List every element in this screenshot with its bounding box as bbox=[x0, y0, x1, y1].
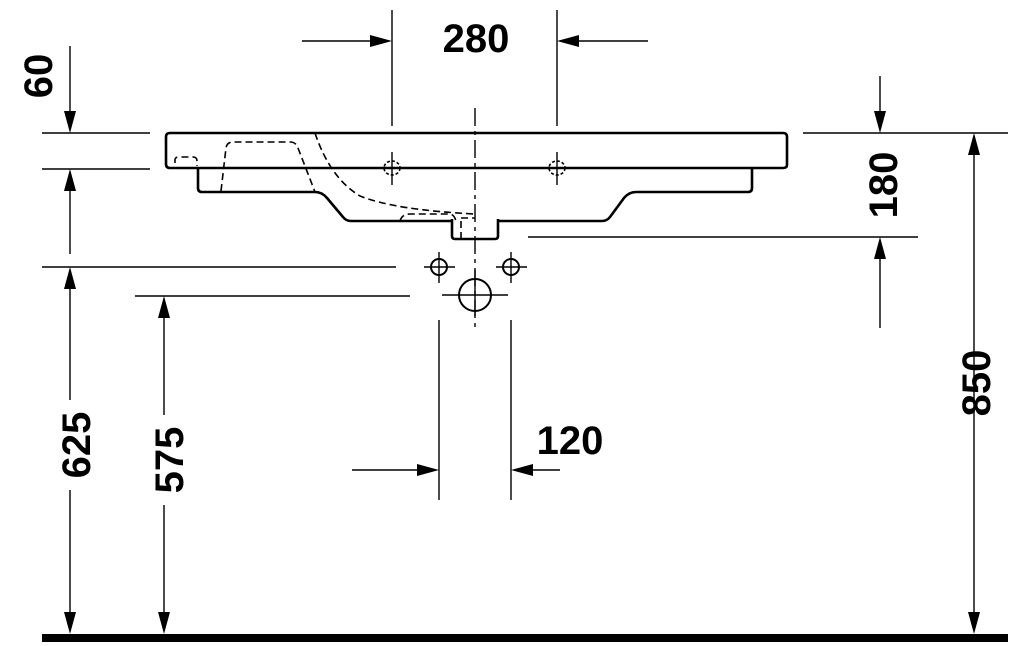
dimension-60: 60 bbox=[17, 46, 76, 254]
supply-left-symbol bbox=[424, 252, 455, 283]
dimension-850-label: 850 bbox=[955, 350, 999, 417]
dimension-280: 280 bbox=[302, 17, 648, 61]
dimension-60-label: 60 bbox=[17, 54, 61, 99]
dimension-120-label: 120 bbox=[537, 419, 604, 463]
dimension-575-label: 575 bbox=[148, 427, 192, 494]
extension-lines bbox=[42, 10, 1008, 500]
dimension-575: 575 bbox=[142, 296, 192, 634]
dimension-180: 180 bbox=[862, 76, 906, 328]
tap-hole-left bbox=[383, 152, 401, 185]
dimension-625: 625 bbox=[48, 267, 99, 634]
waste-symbol bbox=[442, 270, 508, 316]
dimension-850: 850 bbox=[955, 133, 999, 634]
basin-outline bbox=[164, 131, 789, 241]
dimension-120: 120 bbox=[352, 419, 603, 476]
dimension-180-label: 180 bbox=[862, 152, 906, 219]
basin-hidden-lines bbox=[174, 132, 476, 238]
dimension-625-label: 625 bbox=[55, 412, 99, 479]
floor-line bbox=[42, 634, 1008, 642]
supply-right-symbol bbox=[496, 252, 527, 283]
tap-hole-right bbox=[548, 152, 566, 185]
dimension-280-label: 280 bbox=[443, 17, 510, 61]
